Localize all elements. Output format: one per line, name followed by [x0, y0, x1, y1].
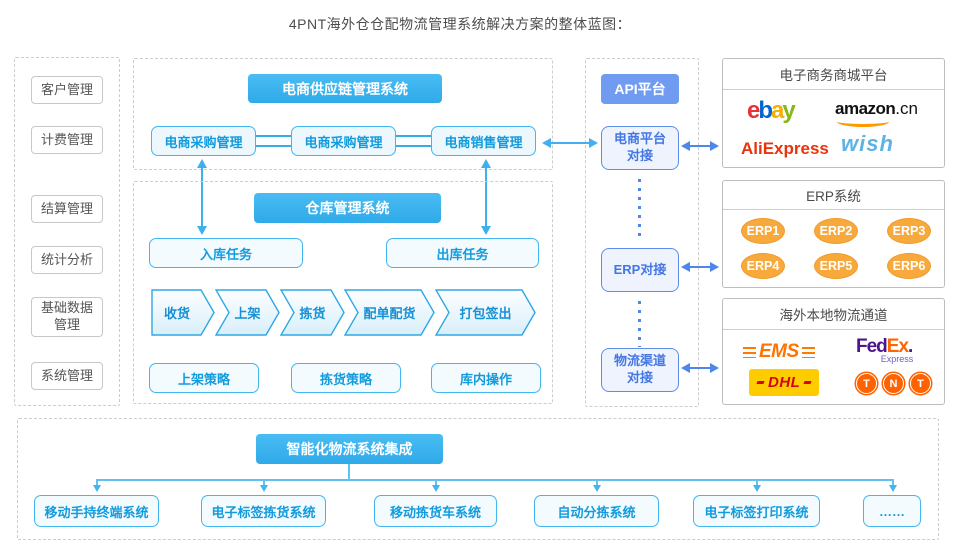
- system-electronic-label-picking: 电子标签拣货系统: [201, 495, 326, 527]
- process-chevron-shelving: 上架: [215, 289, 280, 336]
- process-chevron-pack-signout: 打包签出: [435, 289, 536, 336]
- process-chevron-label: 打包签出: [459, 306, 512, 321]
- wms-header: 仓库管理系统: [254, 193, 441, 223]
- wms-strategy-picking: 拣货策略: [291, 363, 401, 393]
- fedex-wordmark: FedEx.: [856, 336, 914, 357]
- ems-stripes-icon: [801, 346, 815, 358]
- amazon-logo: amazon.cn: [835, 99, 918, 127]
- tree-drop-arrow: [96, 479, 98, 489]
- sidebar-item-billing-management: 计费管理: [31, 126, 103, 154]
- sidebar-item-settlement-management: 结算管理: [31, 195, 103, 223]
- page-title: 4PNT海外仓仓配物流管理系统解决方案的整体蓝图：: [288, 16, 632, 32]
- logistics-channels-panel: 海外本地物流通道 EMS FedEx. Express DHL T N T: [722, 298, 945, 405]
- process-chevron-receiving: 收货: [151, 289, 215, 336]
- tree-horizontal-line: [96, 479, 893, 481]
- tnt-logo: T N T: [853, 373, 934, 394]
- scm-connector-1: [256, 135, 291, 147]
- erp2-oval: ERP2: [814, 218, 858, 244]
- api-to-erp-arrow: [684, 266, 716, 268]
- api-to-logistics-arrow: [684, 367, 716, 369]
- dhl-dash-icon: [803, 381, 812, 384]
- sidebar-item-customer-management: 客户管理: [31, 76, 103, 104]
- scm-box-purchase-1: 电商采购管理: [151, 126, 256, 156]
- ebay-logo: ebay: [747, 97, 796, 124]
- aliexpress-logo: AliExpress: [741, 139, 829, 158]
- erp3-oval: ERP3: [887, 218, 931, 244]
- wms-inbound-task-box: 入库任务: [149, 238, 303, 268]
- system-mobile-handheld-terminal: 移动手持终端系统: [34, 495, 159, 527]
- scm-wms-arrow-right: [485, 163, 487, 231]
- wms-inwarehouse-operation: 库内操作: [431, 363, 541, 393]
- tree-drop-arrow: [263, 479, 265, 489]
- erp-systems-title: ERP系统: [723, 181, 944, 210]
- integration-section: 智能化物流系统集成 移动手持终端系统 电子标签拣货系统 移动拣货车系统 自动分拣…: [17, 418, 939, 540]
- scm-section: 电商供应链管理系统 电商采购管理 电商采购管理 电商销售管理: [133, 58, 553, 170]
- dhl-dash-icon: [756, 381, 765, 384]
- sales-to-api-arrow: [545, 142, 595, 144]
- ems-stripes-icon: [743, 346, 756, 358]
- fedex-logo: FedEx. Express: [856, 336, 914, 364]
- logistics-channels-title: 海外本地物流通道: [723, 299, 944, 330]
- process-chevron-label: 上架: [234, 306, 261, 321]
- system-electronic-label-printing: 电子标签打印系统: [693, 495, 820, 527]
- erp5-oval: ERP5: [814, 253, 858, 279]
- system-mobile-picking-cart: 移动拣货车系统: [374, 495, 497, 527]
- tree-trunk-line: [348, 464, 350, 480]
- system-more-ellipsis: ……: [863, 495, 921, 527]
- process-chevron-order-allocation: 配单配货: [344, 289, 435, 336]
- scm-box-sales: 电商销售管理: [431, 126, 536, 156]
- wms-section: 仓库管理系统 入库任务 出库任务 收货 上架 拣货 配单配货 打包签出 上架策略…: [133, 181, 553, 404]
- api-platform-header: API平台: [601, 74, 679, 104]
- management-sidebar-section: 客户管理 计费管理 结算管理 统计分析 基础数据管理 系统管理: [14, 57, 120, 406]
- ecommerce-platforms-title: 电子商务商城平台: [723, 59, 944, 90]
- amazon-swoosh-icon: [837, 116, 889, 127]
- api-to-platforms-arrow: [684, 145, 716, 147]
- scm-wms-arrow-left: [201, 163, 203, 231]
- scm-header: 电商供应链管理系统: [248, 74, 442, 103]
- tree-drop-arrow: [756, 479, 758, 489]
- api-platform-section: API平台 电商平台对接 ERP对接 物流渠道对接: [585, 58, 699, 407]
- scm-box-purchase-2: 电商采购管理: [291, 126, 396, 156]
- scm-connector-2: [396, 135, 431, 147]
- process-chevron-label: 拣货: [299, 306, 326, 321]
- ems-logo: EMS: [743, 341, 815, 363]
- erp6-oval: ERP6: [887, 253, 931, 279]
- erp1-oval: ERP1: [741, 218, 785, 244]
- erp-systems-panel: ERP系统 ERP1 ERP2 ERP3 ERP4 ERP5 ERP6: [722, 180, 945, 288]
- dotted-connector: [638, 301, 641, 347]
- erp4-oval: ERP4: [741, 253, 785, 279]
- dotted-connector: [638, 179, 641, 237]
- tree-drop-arrow: [596, 479, 598, 489]
- dhl-logo: DHL: [749, 369, 820, 396]
- tree-drop-arrow: [892, 479, 894, 489]
- process-chevron-label: 收货: [163, 306, 190, 321]
- sidebar-item-basic-data-management: 基础数据管理: [31, 297, 103, 337]
- api-ecommerce-platform-integration: 电商平台对接: [601, 126, 679, 170]
- sidebar-item-statistics-analysis: 统计分析: [31, 246, 103, 274]
- process-chevron-picking: 拣货: [280, 289, 345, 336]
- wms-strategy-shelving: 上架策略: [149, 363, 259, 393]
- tree-drop-arrow: [435, 479, 437, 489]
- api-logistics-channel-integration: 物流渠道对接: [601, 348, 679, 392]
- process-chevron-label: 配单配货: [363, 306, 416, 321]
- ecommerce-platforms-panel: 电子商务商城平台 ebay amazon.cn AliExpress wish: [722, 58, 945, 168]
- api-erp-integration: ERP对接: [601, 248, 679, 292]
- integration-header: 智能化物流系统集成: [256, 434, 443, 464]
- system-automatic-sorting: 自动分拣系统: [534, 495, 659, 527]
- wish-logo: wish: [841, 131, 894, 156]
- sidebar-item-system-management: 系统管理: [31, 362, 103, 390]
- wms-outbound-task-box: 出库任务: [386, 238, 539, 268]
